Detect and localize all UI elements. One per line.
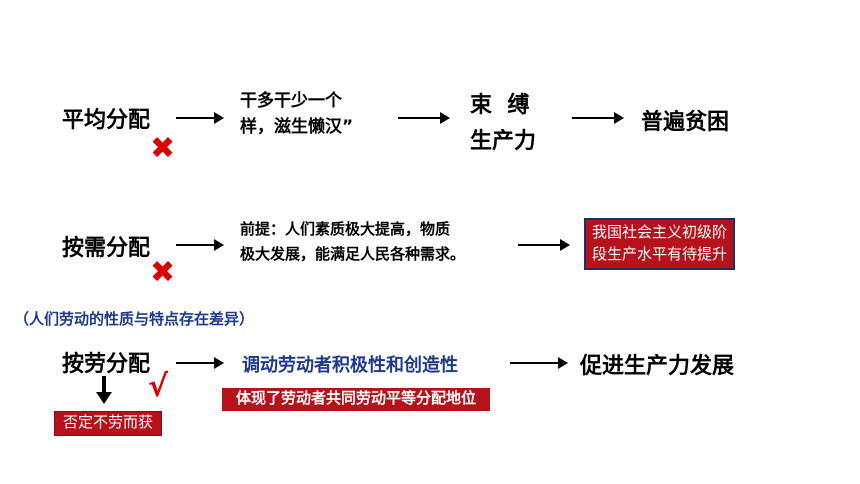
equal-distribution-consequence: 干多干少一个 样，滋生懒汉”	[240, 88, 353, 140]
need-distribution-premise: 前提：人们素质极大提高，物质 极大发展，能满足人民各种需求。	[240, 217, 465, 267]
promote-productivity: 促进生产力发展	[580, 354, 735, 379]
term-labor-distribution: 按劳分配	[62, 352, 151, 377]
term-equal-distribution: 平均分配	[62, 108, 151, 133]
arrow-icon	[510, 357, 568, 369]
constrain-line1: 束 缚	[470, 93, 530, 118]
motivate-workers: 调动劳动者积极性和创造性	[242, 355, 458, 376]
cross-mark-icon: ✖	[150, 255, 176, 290]
check-mark-icon: √	[148, 369, 169, 404]
consequence-line1: 干多干少一个	[240, 91, 342, 111]
no-gain-without-work-box: 否定不劳而获	[54, 411, 163, 436]
constrain-line2: 生产力	[470, 129, 537, 154]
consequence-line2: 样，滋生懒汉”	[240, 117, 354, 137]
arrow-icon	[518, 239, 570, 251]
down-arrow-icon	[96, 376, 112, 404]
arrow-icon	[176, 357, 224, 369]
labor-difference-note: （人们劳动的性质与特点存在差异）	[14, 310, 255, 328]
primary-stage-line2: 段生产水平有待提升	[592, 247, 728, 263]
equal-status-box: 体现了劳动者共同劳动平等分配地位	[222, 388, 491, 411]
arrow-icon	[572, 112, 624, 124]
arrow-icon	[176, 112, 224, 124]
widespread-poverty: 普遍贫困	[641, 110, 730, 135]
premise-line2: 极大发展，能满足人民各种需求。	[240, 245, 466, 263]
premise-line1: 前提：人们素质极大提高，物质	[240, 220, 451, 238]
constrain-productivity: 束 缚 生产力	[470, 88, 536, 160]
arrow-icon	[398, 112, 450, 124]
primary-stage-box: 我国社会主义初级阶 段生产水平有待提升	[584, 218, 736, 270]
arrow-icon	[176, 239, 224, 251]
cross-mark-icon: ✖	[150, 131, 176, 166]
term-need-distribution: 按需分配	[62, 236, 151, 261]
primary-stage-line1: 我国社会主义初级阶	[592, 225, 728, 241]
